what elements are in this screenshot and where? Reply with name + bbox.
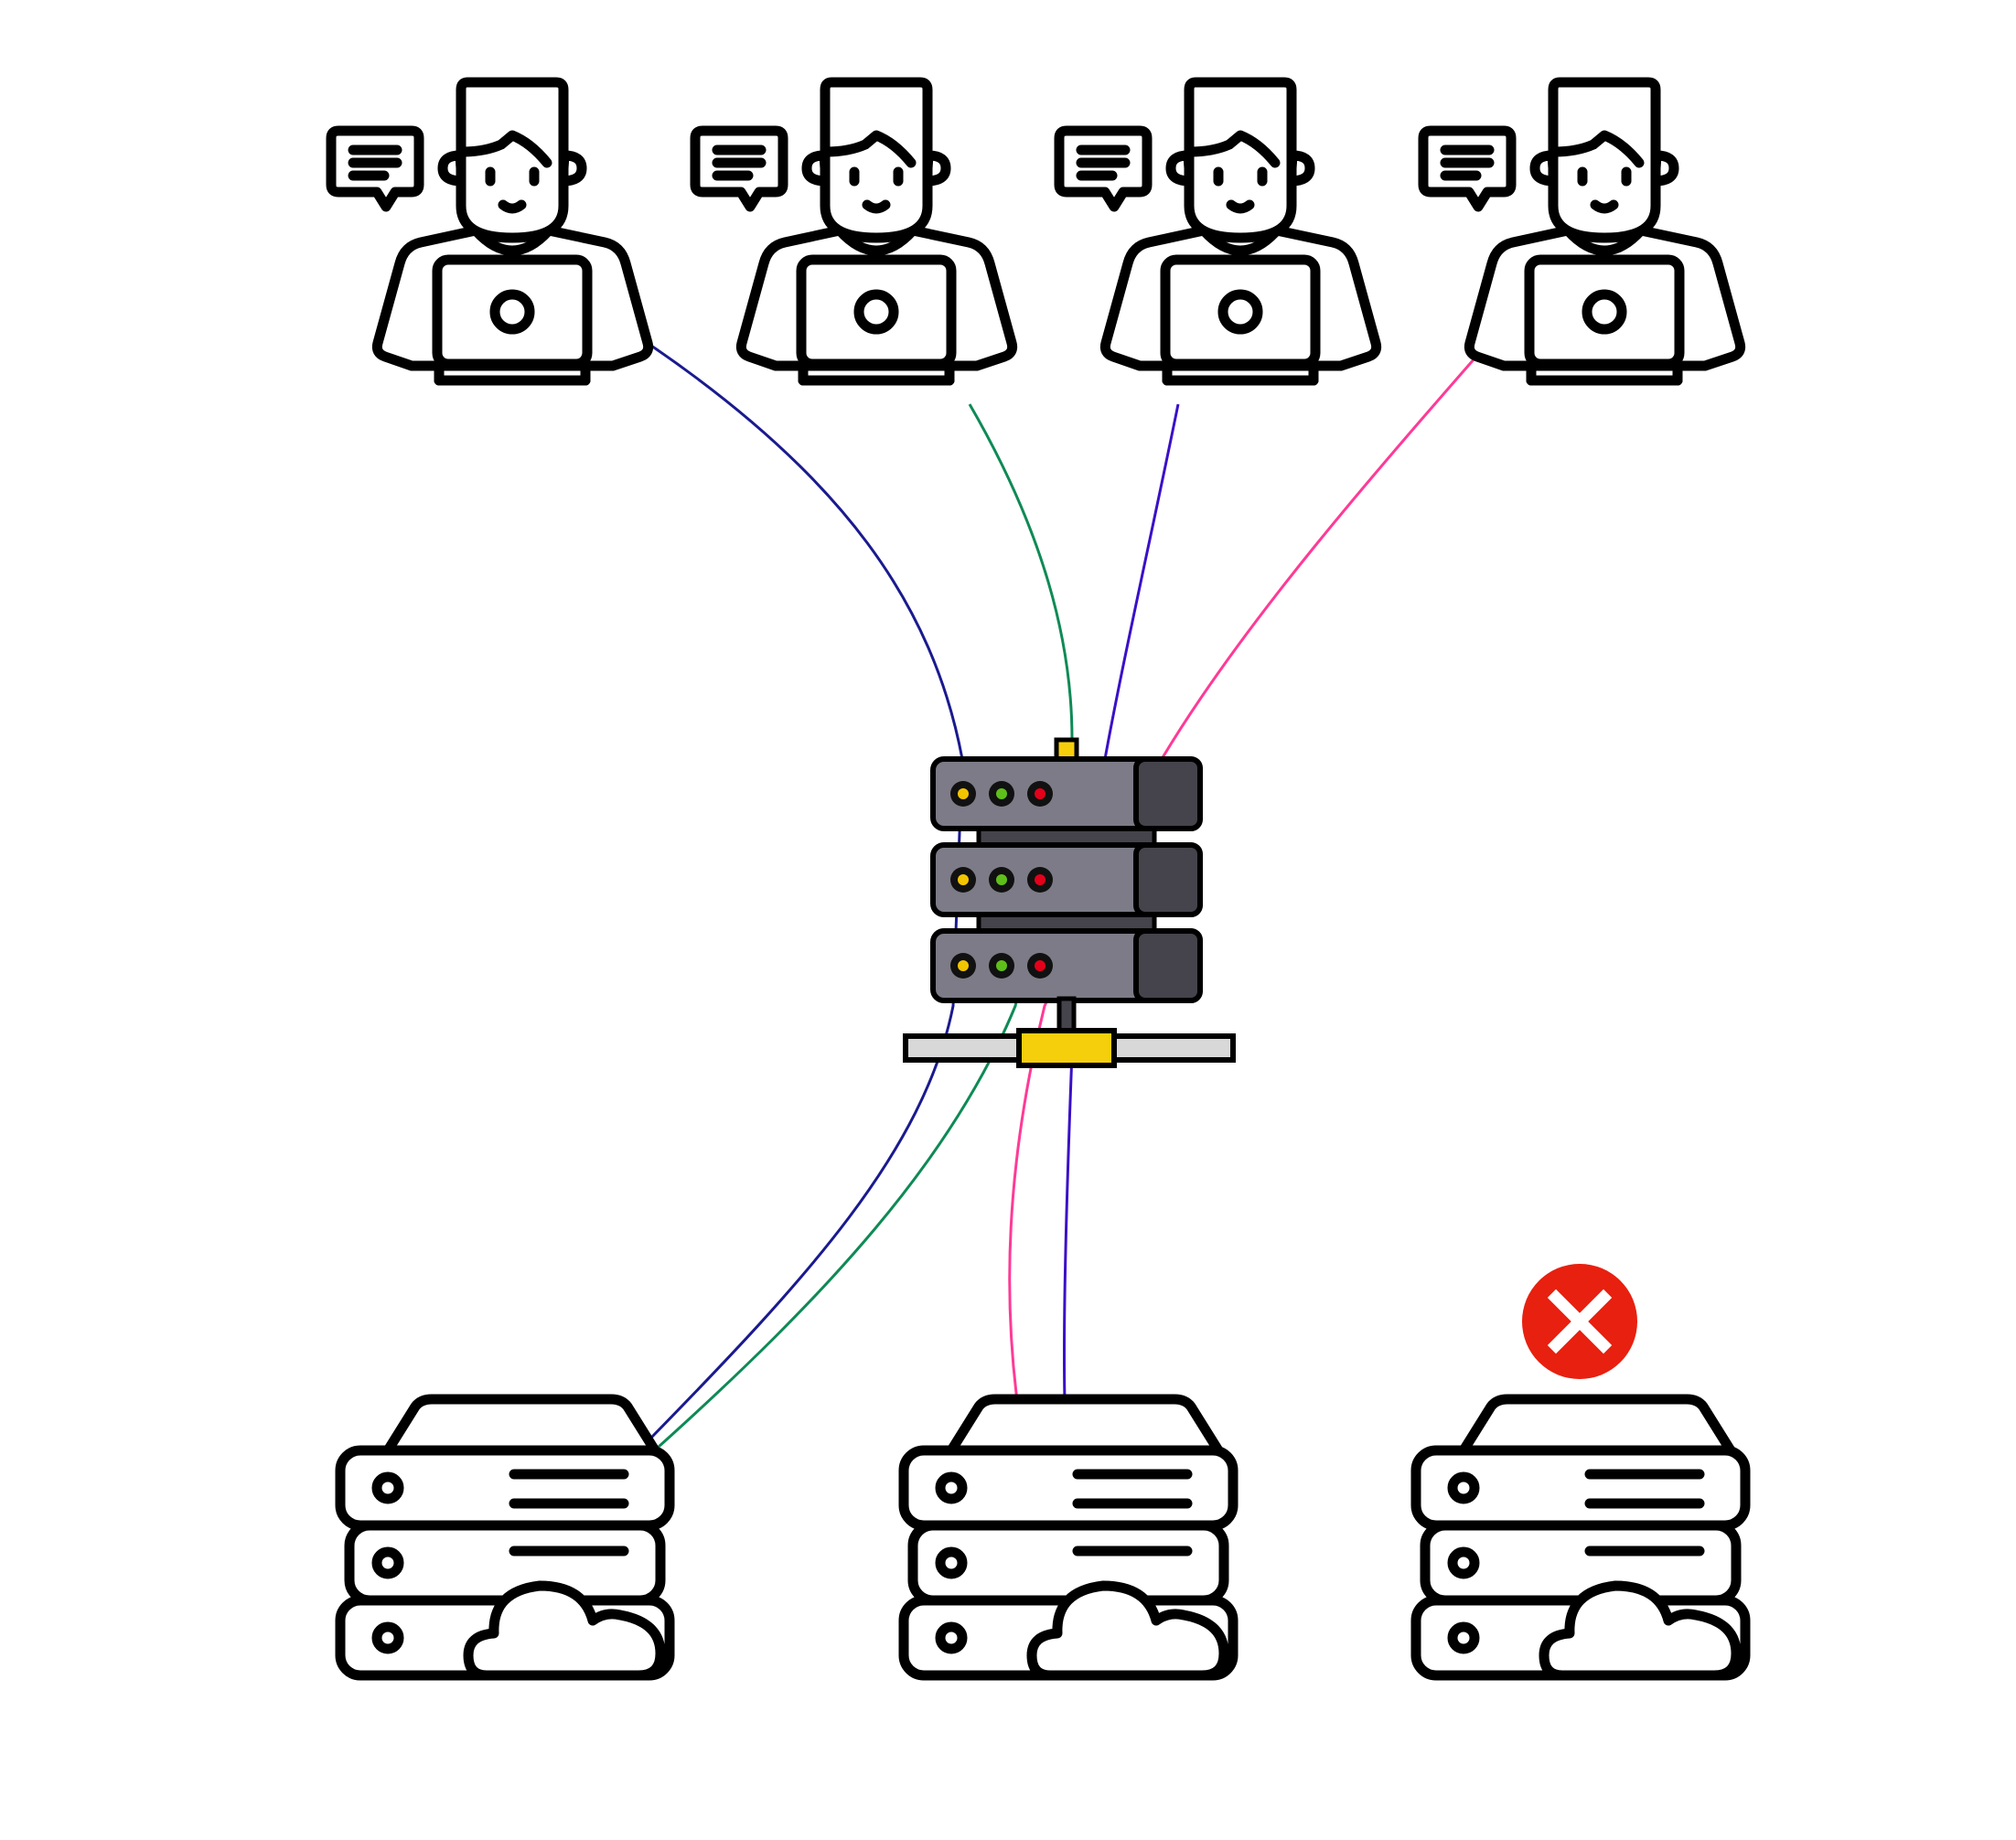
connection-line-client-4-to-backend-2 [1008,328,1502,1402]
error-x-icon [1522,1264,1637,1379]
load-balancer-server-rack-icon [903,737,1236,1068]
client-person-laptop-icon [695,82,1013,380]
cloud-server-icon [340,1399,670,1675]
connection-line-client-2-to-backend-1 [657,403,1074,1449]
cloud-server-icon [1416,1399,1745,1675]
client-person-laptop-icon [331,82,649,380]
client-person-laptop-icon [1423,82,1741,380]
backend-group [340,1264,1745,1675]
rack-unit [930,842,1203,917]
rack-unit [930,928,1203,1003]
connection-line-client-1-to-backend-1 [649,344,964,1439]
rack-unit [930,756,1203,831]
client-group [331,82,1741,380]
cloud-server-icon [904,1399,1233,1675]
client-person-laptop-icon [1059,82,1377,380]
